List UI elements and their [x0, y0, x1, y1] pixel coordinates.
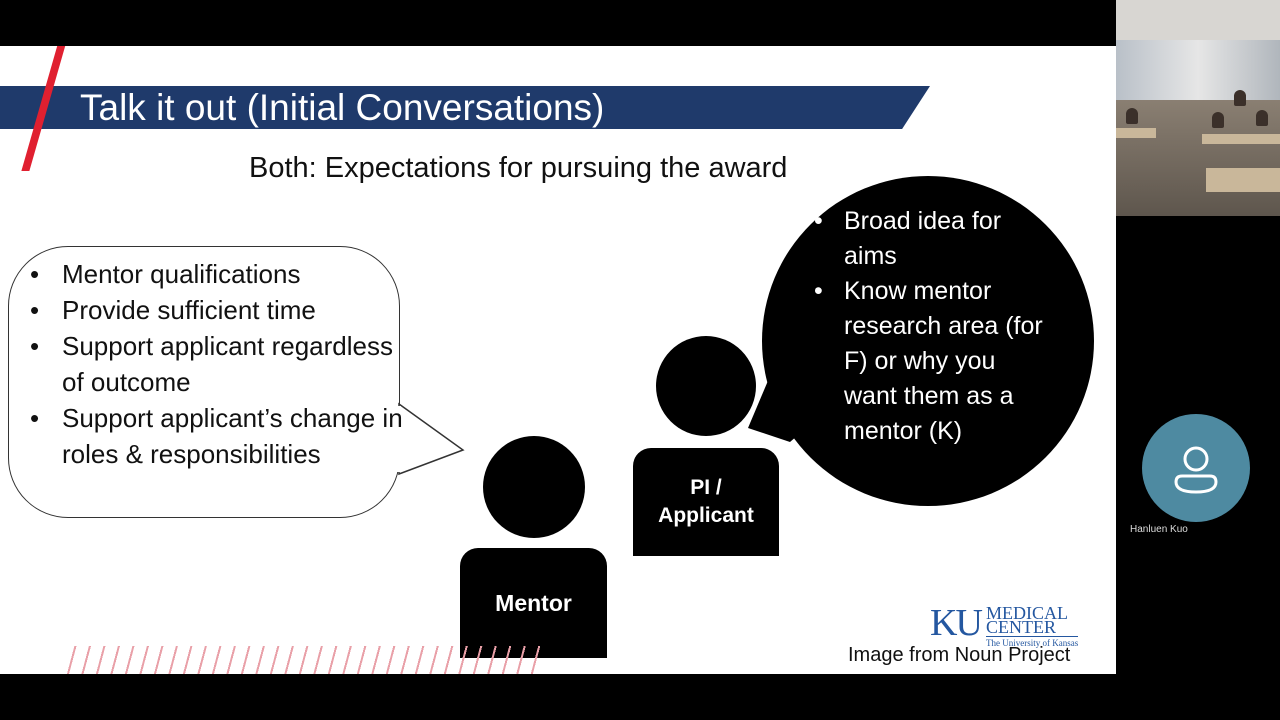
presentation-slide: Talk it out (Initial Conversations) Both… — [0, 46, 1116, 674]
image-credit: Image from Noun Project — [848, 644, 1071, 666]
list-item: Know mentor research area (for F) or why… — [814, 274, 1054, 449]
video-desk — [1116, 128, 1156, 138]
camera-video-tile[interactable] — [1116, 0, 1280, 216]
video-desk — [1206, 168, 1280, 192]
list-item: Mentor qualifications — [30, 256, 410, 292]
video-window — [1116, 40, 1280, 100]
video-ceiling — [1116, 0, 1280, 40]
logo-name-line1: MEDICAL — [986, 603, 1068, 623]
slide-subtitle: Both: Expectations for pursuing the awar… — [249, 152, 788, 184]
video-person — [1256, 110, 1268, 126]
logo-name: MEDICAL CENTER — [986, 603, 1068, 637]
slide-title: Talk it out (Initial Conversations) — [80, 87, 605, 128]
participant-tile[interactable]: Hanluen Kuo — [1116, 400, 1280, 550]
video-desk — [1202, 134, 1280, 144]
list-item: Provide sufficient time — [30, 292, 410, 328]
video-person — [1126, 108, 1138, 124]
mentor-expectations-list: Mentor qualifications Provide sufficient… — [30, 256, 410, 472]
video-person — [1212, 112, 1224, 128]
list-item: Support applicant regardless of outcome — [30, 328, 410, 400]
decorative-hatch — [62, 646, 542, 674]
video-floor — [1116, 100, 1280, 216]
logo-name-line2: CENTER — [986, 617, 1056, 637]
mentor-label: Mentor — [495, 589, 572, 616]
mentor-figure: Mentor — [460, 548, 607, 658]
title-band — [0, 86, 930, 129]
logo-mark: KU — [930, 602, 983, 644]
applicant-label-line2: Applicant — [658, 504, 754, 527]
applicant-head-icon — [656, 336, 756, 436]
applicant-figure: PI / Applicant — [633, 448, 779, 556]
ku-medical-center-logo: KU MEDICAL CENTER The University of Kans… — [930, 602, 1090, 648]
mentor-head-icon — [483, 436, 585, 538]
list-item: Broad idea for aims — [814, 204, 1054, 274]
applicant-label-line1: PI / — [690, 476, 722, 499]
person-icon — [1142, 414, 1250, 522]
applicant-expectations-list: Broad idea for aims Know mentor research… — [814, 204, 1054, 449]
logo-subtitle: The University of Kansas — [986, 636, 1079, 648]
video-person — [1234, 90, 1246, 106]
list-item: Support applicant’s change in roles & re… — [30, 400, 410, 472]
participant-name: Hanluen Kuo — [1130, 524, 1188, 535]
